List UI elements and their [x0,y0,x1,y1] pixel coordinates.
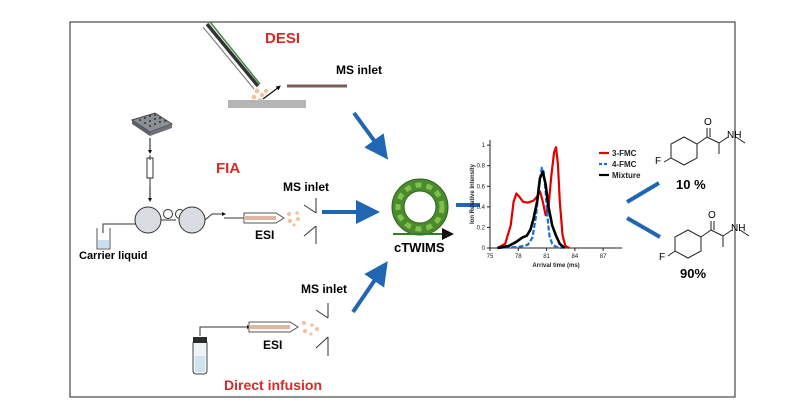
desi-spray-droplets [251,88,268,102]
structure-4fmc [667,221,750,259]
x-tick-label: 75 [487,254,494,260]
x-tick-label: 87 [600,254,607,260]
x-tick-label: 78 [515,254,522,260]
carrier-line [102,222,140,233]
carrier-vial-icon [96,228,111,250]
direct-esi-droplets [302,321,319,336]
second-valve-icon [178,206,206,234]
legend-label: Mixture [612,171,641,180]
direct-ms-inlet-cone [315,303,329,356]
legend-label: 3-FMC [612,149,637,158]
valve-to-esi-line [204,212,226,221]
bottom-percentage: 90% [680,266,707,281]
fia-esi-droplets [287,211,300,227]
direct-esi-label: ESI [263,338,283,352]
fia-esi-emitter-icon [243,212,285,224]
figure-frame [69,21,736,398]
direct-ms-inlet-label: MS inlet [301,282,348,296]
y-tick-label: 1 [482,143,486,149]
desi-ms-inlet-label: MS inlet [336,63,383,77]
ctwims-label: cTWIMS [394,240,445,255]
fia-esi-label: ESI [255,228,275,242]
fia-ms-inlet-label: MS inlet [283,180,330,194]
fia-ms-inlet-cone [303,198,317,244]
ring-arrow-icon [391,178,454,240]
y-tick-label: 0.4 [477,205,486,211]
arrow-direct-to-ctwims [351,261,388,314]
bottom-struct-fluorine: F [659,252,666,263]
x-tick-label: 84 [572,254,579,260]
top-struct-fluorine: F [655,156,662,167]
y-tick-label: 0.8 [477,164,486,170]
x-axis-label: Arrival time (ms) [532,263,579,269]
structure-3fmc [663,128,746,166]
direct-infusion-line [199,325,251,336]
series-line-mixture [497,170,566,250]
series-line-4-fmc [497,166,562,250]
series-line-3-fmc [496,146,570,249]
syringe-icon [146,155,154,186]
direct-infusion-label: Direct infusion [224,377,323,393]
desi-nozzle-icon [202,21,261,90]
arrow-to-top-structure [625,181,661,204]
top-struct-oxygen: O [704,117,712,128]
direct-esi-emitter-icon [248,321,299,333]
well-plate-icon [130,112,174,136]
desi-desorption-arrow [262,85,281,100]
arrow-desi-to-ctwims [352,111,389,160]
top-percentage: 10 % [676,177,706,192]
y-tick-label: 0 [482,246,486,252]
desi-sample-surface [228,100,306,108]
bottom-struct-oxygen: O [708,210,716,221]
arrow-to-bottom-structure [626,216,661,239]
sample-vial-icon [192,337,208,375]
desi-label: DESI [265,30,301,47]
y-axis-label: Ion Relative Intensity [470,163,476,224]
y-tick-label: 0.2 [477,225,486,231]
fia-label: FIA [216,160,241,177]
legend-label: 4-FMC [612,160,637,169]
top-struct-nh: NH [727,130,742,141]
x-tick-label: 81 [543,254,550,260]
carrier-liquid-label: Carrier liquid [79,250,148,262]
y-tick-label: 0.6 [477,184,486,190]
bottom-struct-nh: NH [731,223,746,234]
injection-valve-icon [134,206,162,234]
